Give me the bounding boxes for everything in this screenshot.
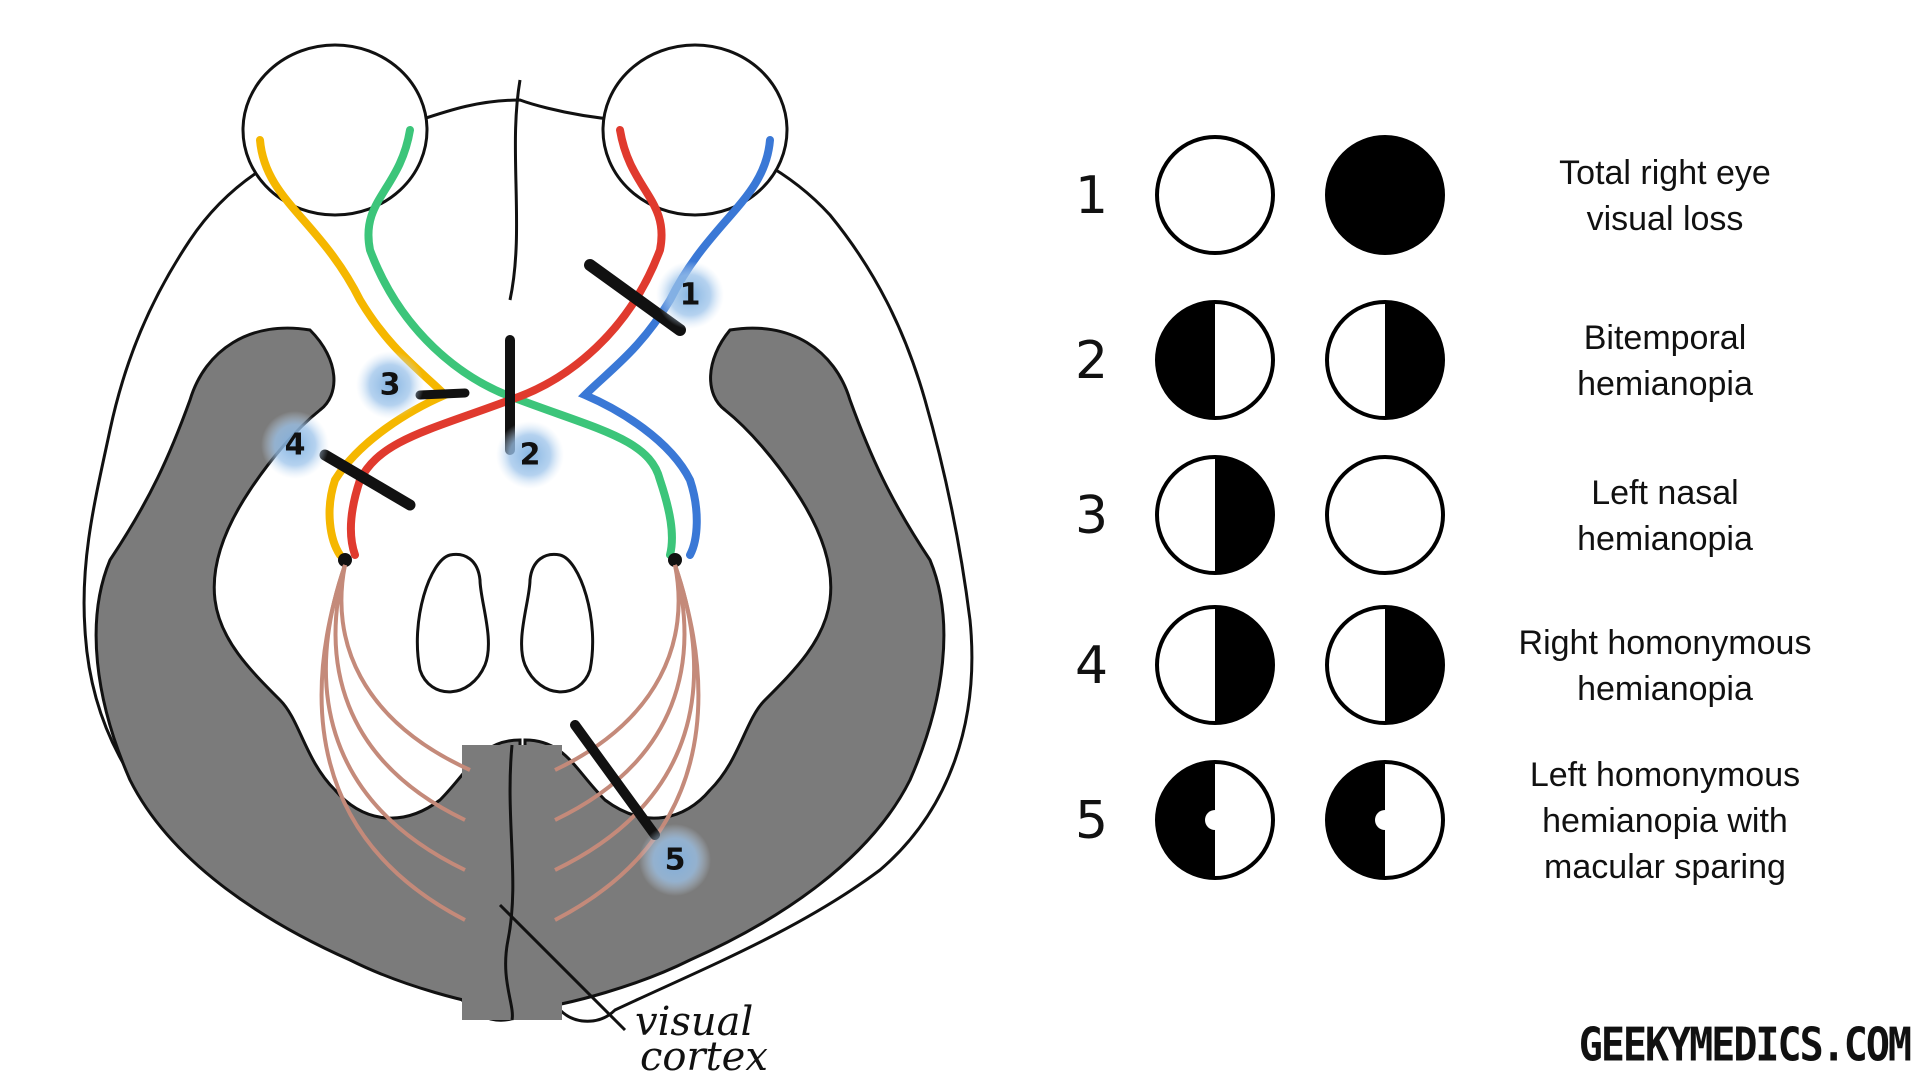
svg-text:1: 1 — [680, 278, 701, 313]
left-eye-field — [1155, 605, 1275, 725]
left-eye-field — [1155, 300, 1275, 420]
legend-description-line: Left nasal — [1591, 474, 1738, 512]
right-eye-field — [1325, 760, 1445, 880]
legend-row-number: 2 — [1075, 331, 1108, 391]
lesion-5 — [570, 720, 660, 840]
occipital-fissure — [504, 744, 515, 1021]
legend-description-line: Total right eye — [1559, 154, 1771, 192]
marker-1: 1 — [656, 261, 724, 329]
legend-description-line: visual loss — [1587, 200, 1744, 238]
left-eye-field — [1155, 455, 1275, 575]
lgn-left — [338, 553, 352, 567]
tract-blue — [577, 136, 774, 559]
left-eye-field — [1155, 760, 1275, 880]
right-eye-field — [1325, 455, 1445, 575]
legend-row-number: 5 — [1075, 791, 1108, 851]
marker-3: 3 — [356, 351, 424, 419]
lesion-bars — [319, 259, 686, 840]
legend-description-line: Bitemporal — [1584, 319, 1747, 357]
tract-green — [364, 126, 676, 559]
legend-description-line: hemianopia — [1577, 365, 1753, 403]
svg-text:5: 5 — [665, 843, 686, 878]
longitudinal-fissure — [508, 79, 522, 301]
legend-row: 5 Left homonymous hemianopia with macular s… — [1075, 756, 1800, 886]
right-eye-field — [1325, 300, 1445, 420]
left-eye-globe — [241, 43, 429, 217]
ventricle-right — [520, 552, 595, 694]
brain-diagram: 1 2 3 4 5 visual cortex — [82, 43, 974, 1080]
marker-4: 4 — [261, 411, 329, 479]
svg-text:4: 4 — [285, 428, 306, 463]
legend-description-line: Left homonymous — [1530, 756, 1800, 794]
legend: 1 Total right eye visual loss 2 Bitemporal he… — [1075, 135, 1812, 886]
right-eye-globe — [601, 43, 789, 217]
cortex-right — [523, 326, 946, 1012]
lesion-1 — [584, 259, 686, 336]
legend-row: 3 Left nasal hemianopia — [1075, 455, 1753, 575]
brand-logo: GEEKYMEDICS.COM — [1578, 1019, 1912, 1072]
marker-2: 2 — [496, 421, 564, 489]
svg-text:2: 2 — [520, 438, 541, 473]
legend-row-number: 1 — [1075, 166, 1108, 226]
right-eye-field — [1325, 135, 1445, 255]
legend-row: 1 Total right eye visual loss — [1075, 135, 1771, 255]
visual-cortex-pointer — [498, 903, 627, 1032]
lesion-3 — [415, 388, 470, 400]
svg-text:3: 3 — [380, 368, 401, 403]
legend-row-number: 4 — [1075, 636, 1108, 696]
lgn-right — [668, 553, 682, 567]
right-eye-field — [1325, 605, 1445, 725]
left-eye-field — [1155, 135, 1275, 255]
legend-row: 2 Bitemporal hemianopia — [1075, 300, 1753, 420]
legend-description-line: hemianopia — [1577, 670, 1753, 708]
legend-description-line: hemianopia with — [1542, 802, 1788, 840]
legend-description-line: Right homonymous — [1519, 624, 1812, 662]
visual-cortex-label-line2: cortex — [640, 1034, 768, 1080]
visual-cortex-label-line1: visual — [635, 999, 753, 1045]
tract-yellow — [256, 136, 453, 559]
legend-row: 4 Right homonymous hemianopia — [1075, 605, 1812, 725]
lesion-4 — [319, 449, 416, 511]
ventricle-left — [415, 552, 490, 694]
legend-description-line: hemianopia — [1577, 520, 1753, 558]
legend-description-line: macular sparing — [1544, 848, 1786, 886]
legend-row-number: 3 — [1075, 486, 1108, 546]
marker-5: 5 — [639, 824, 711, 896]
